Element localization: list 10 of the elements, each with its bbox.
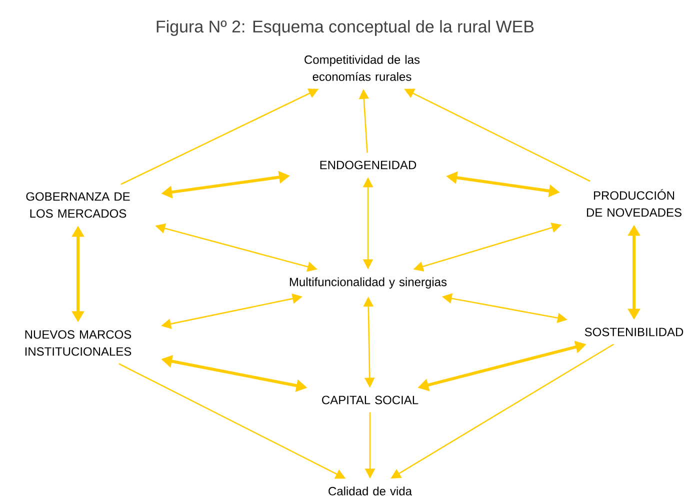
figure-title: Figura Nº 2: Esquema conceptual de la rural WEB: [156, 20, 534, 36]
concept-label: CAPITAL SOCIAL: [322, 396, 418, 404]
concept-label: GOBERNANZA DE LOS MERCADOS: [26, 192, 130, 218]
concept-label: Calidad de vida: [328, 486, 412, 496]
concept-label: NUEVOS MARCOS INSTITUCIONALES: [25, 330, 132, 356]
concept-label: PRODUCCIÓN DE NOVEDADES: [586, 189, 682, 217]
concept-label: Multifuncionalidad y sinergias: [290, 277, 447, 289]
concept-label: ENDOGENEIDAD: [320, 160, 416, 170]
concept-label: SOSTENIBILIDAD: [584, 328, 684, 336]
concept-label: Competitividad de las economías rurales: [304, 55, 420, 81]
